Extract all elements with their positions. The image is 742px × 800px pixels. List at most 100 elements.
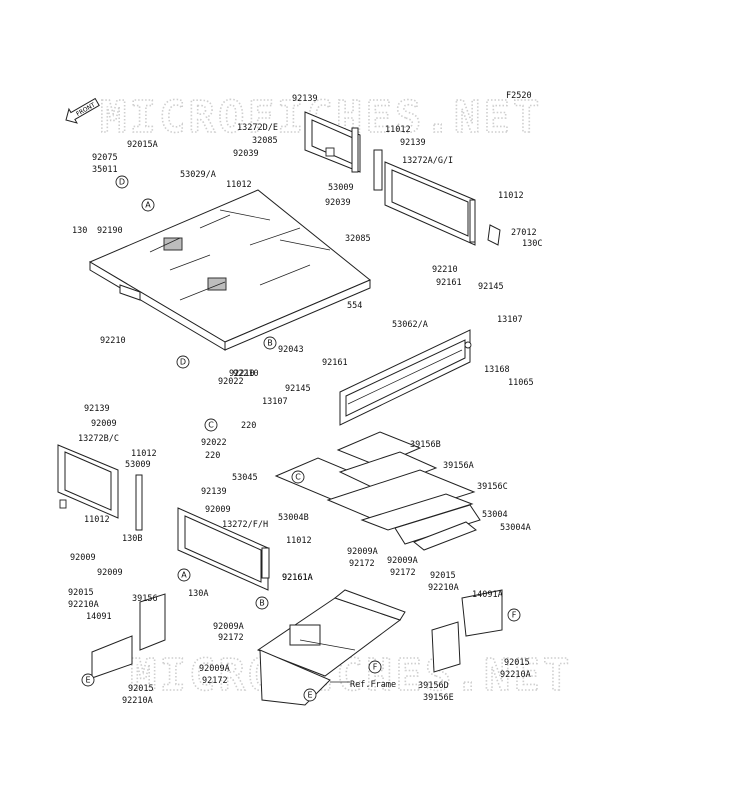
callout-92043: 92043 [278, 345, 304, 355]
svg-text:A: A [181, 571, 187, 580]
marker-e-9: E [303, 688, 317, 702]
callout-39156a: 39156A [443, 461, 474, 471]
callout-92039b: 92039 [325, 198, 351, 208]
callout-53062-a: 53062/A [392, 320, 428, 330]
callout-92015d: 92015 [504, 658, 530, 668]
callout-92075: 92075 [92, 153, 118, 163]
callout-35011: 35011 [92, 165, 118, 175]
callout-32085: 32085 [252, 136, 278, 146]
svg-text:B: B [259, 599, 265, 608]
tailgate-53062A [339, 329, 472, 426]
callout-92009c: 92009 [97, 568, 123, 578]
callout-92172c: 92172 [218, 633, 244, 643]
callout-92210b: 92210 [233, 369, 259, 379]
callout-13168: 13168 [484, 365, 510, 375]
callout-130b: 130B [122, 534, 142, 544]
bed-floor [88, 189, 371, 351]
callout-92015: 92015 [68, 588, 94, 598]
callout-14091: 14091 [86, 612, 112, 622]
side-panel-13272BC [57, 444, 143, 531]
callout-32085b: 32085 [345, 234, 371, 244]
mats [274, 431, 481, 551]
callout-53029-a: 53029/A [180, 170, 216, 180]
callout-92009ac: 92009A [213, 622, 244, 632]
callout-130a: 130A [188, 589, 208, 599]
svg-text:B: B [267, 339, 273, 348]
callout-92139: 92139 [292, 94, 318, 104]
callout-92039: 92039 [233, 149, 259, 159]
marker-b-7: B [255, 596, 269, 610]
marker-d-2: D [176, 355, 190, 369]
callout-13272a-g-i: 13272A/G/I [402, 156, 453, 166]
callout-13272-f-h: 13272/F/H [222, 520, 268, 530]
ref-frame-label: Ref.Frame [350, 680, 396, 690]
svg-text:C: C [295, 473, 301, 482]
callout-92015a: 92015A [127, 140, 158, 150]
callout-11065: 11065 [508, 378, 534, 388]
callout-11012: 11012 [385, 125, 411, 135]
callout-92022: 92022 [218, 377, 244, 387]
callout-92172d: 92172 [202, 676, 228, 686]
callout-92145: 92145 [478, 282, 504, 292]
svg-text:D: D [180, 358, 186, 367]
callout-11012f: 11012 [286, 536, 312, 546]
callout-14091a: 14091A [472, 590, 503, 600]
callout-92015b: 92015 [128, 684, 154, 694]
callout-130: 130 [72, 226, 87, 236]
figure-code: F2520 [506, 91, 532, 101]
callout-220: 220 [241, 421, 256, 431]
callout-92210: 92210 [100, 336, 126, 346]
callout-92210a: 92210A [68, 600, 99, 610]
callout-92161b: 92161 [322, 358, 348, 368]
svg-text:D: D [119, 178, 125, 187]
marker-f-8: F [368, 660, 382, 674]
callout-92022b: 92022 [201, 438, 227, 448]
callout-92190: 92190 [97, 226, 123, 236]
callout-13107b: 13107 [262, 397, 288, 407]
callout-53009b: 53009 [125, 460, 151, 470]
callout-53004a: 53004A [500, 523, 531, 533]
callout-92145b: 92145 [285, 384, 311, 394]
callout-92009b: 92009 [70, 553, 96, 563]
callout-13272d-e: 13272D/E [237, 123, 278, 133]
callout-11012e: 11012 [84, 515, 110, 525]
callout-92161: 92161 [436, 278, 462, 288]
callout-11012d: 11012 [131, 449, 157, 459]
callout-11012b: 11012 [226, 180, 252, 190]
callout-53004b: 53004B [278, 513, 309, 523]
front-arrow-icon: FRONT [65, 97, 100, 124]
callout-53045: 53045 [232, 473, 258, 483]
callout-11012c: 11012 [498, 191, 524, 201]
svg-text:A: A [145, 201, 151, 210]
callout-92009: 92009 [91, 419, 117, 429]
callout-92139b: 92139 [400, 138, 426, 148]
svg-text:E: E [307, 691, 312, 700]
callout-39156d: 39156D [418, 681, 449, 691]
svg-text:F: F [373, 663, 378, 672]
callout-27012: 27012 [511, 228, 537, 238]
callout-92172b: 92172 [390, 568, 416, 578]
callout-39156: 39156 [132, 594, 158, 604]
marker-d-0: D [115, 175, 129, 189]
marker-c-5: C [291, 470, 305, 484]
callout-92009a: 92009A [347, 547, 378, 557]
callout-39156c: 39156C [477, 482, 508, 492]
callout-554: 554 [347, 301, 362, 311]
callout-92139c: 92139 [84, 404, 110, 414]
side-panel-13272DE [304, 111, 361, 173]
callout-39156b: 39156B [410, 440, 441, 450]
callout-92009ad: 92009A [199, 664, 230, 674]
callout-53004: 53004 [482, 510, 508, 520]
callout-92015c: 92015 [430, 571, 456, 581]
callout-13107: 13107 [497, 315, 523, 325]
svg-text:C: C [208, 421, 214, 430]
side-panel-13272AGI [373, 149, 501, 246]
marker-a-1: A [141, 198, 155, 212]
side-panel-13272FH [177, 507, 270, 591]
callout-92009d: 92009 [205, 505, 231, 515]
marker-a-6: A [177, 568, 191, 582]
callout-92210ab: 92210A [122, 696, 153, 706]
callout-92161a: 92161A [282, 573, 313, 583]
